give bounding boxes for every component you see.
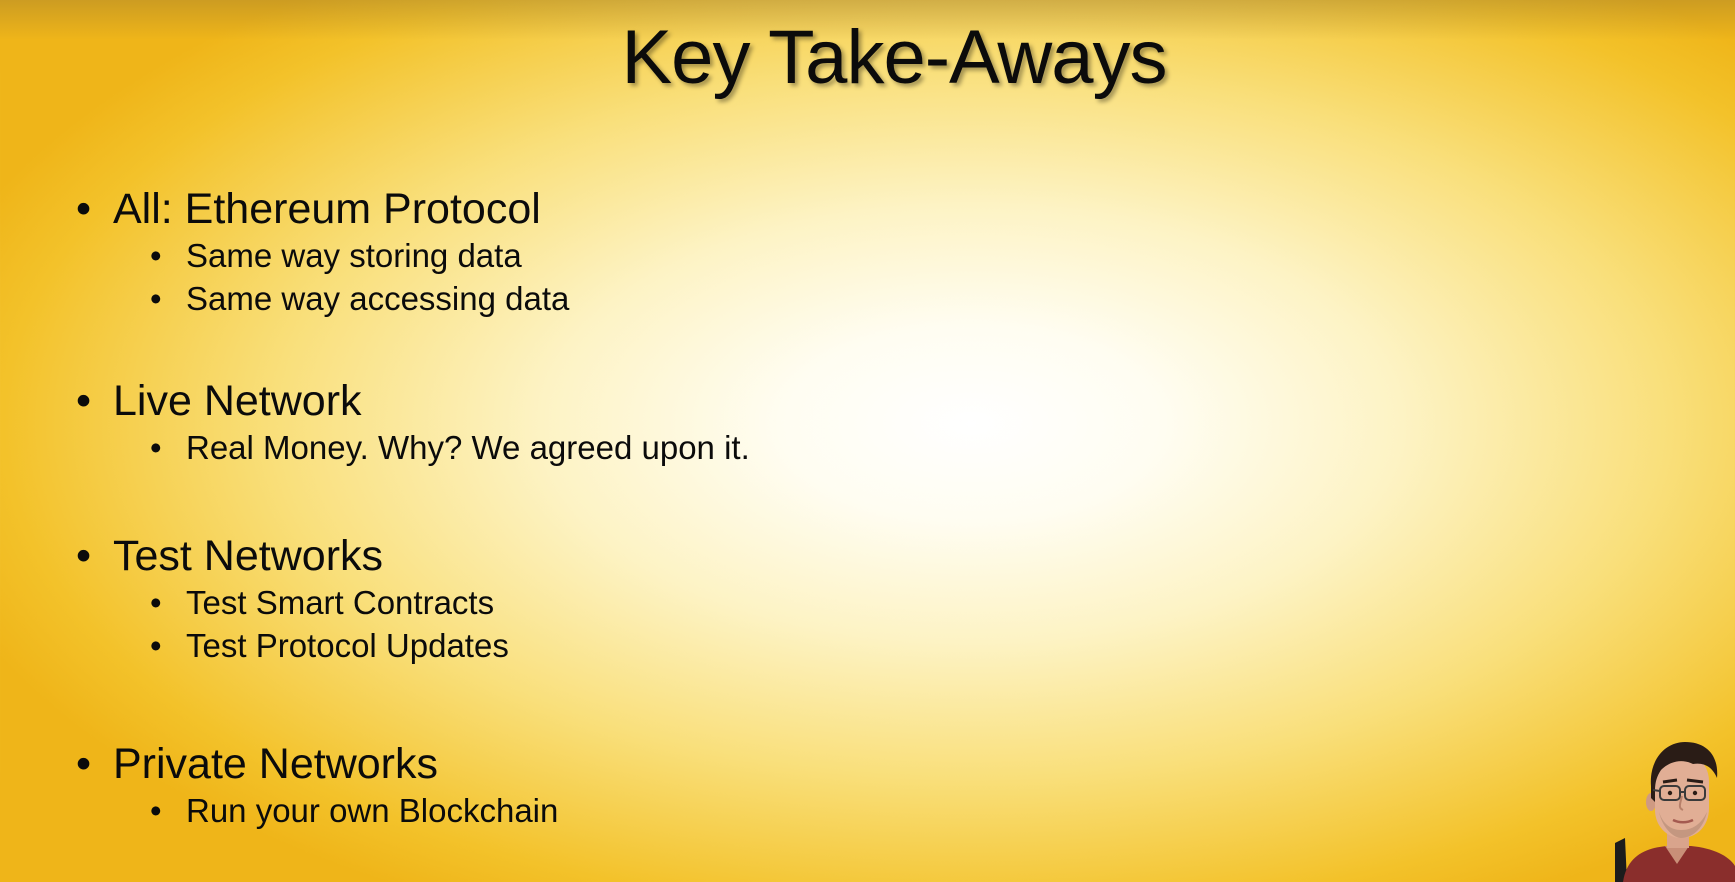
slide-title: Key Take-Aways [621, 15, 1167, 100]
takeaways-list: • All: Ethereum Protocol • Same way stor… [76, 184, 1376, 832]
takeaway-group-protocol: • All: Ethereum Protocol • Same way stor… [76, 184, 1376, 320]
bullet-dot-icon: • [150, 584, 162, 621]
sub-bullets: • Same way storing data • Same way acces… [76, 234, 1376, 320]
bullet-text: Run your own Blockchain [186, 792, 559, 829]
bullet-level1: • Private Networks [76, 739, 1376, 789]
sub-bullets: • Real Money. Why? We agreed upon it. [76, 426, 1376, 469]
takeaway-group-private-networks: • Private Networks • Run your own Blockc… [76, 739, 1376, 832]
bullet-heading: Live Network [113, 377, 362, 425]
bullet-dot-icon: • [76, 185, 92, 233]
bullet-level2: • Test Smart Contracts [150, 581, 1376, 624]
bullet-heading: All: Ethereum Protocol [113, 185, 541, 233]
bullet-text: Test Smart Contracts [186, 584, 495, 621]
takeaway-group-live-network: • Live Network • Real Money. Why? We agr… [76, 376, 1376, 469]
presenter-webcam [1615, 738, 1735, 882]
bullet-heading: Private Networks [113, 740, 438, 788]
bullet-dot-icon: • [150, 237, 162, 274]
bullet-level2: • Same way storing data [150, 234, 1376, 277]
sub-bullets: • Run your own Blockchain [76, 789, 1376, 832]
bullet-dot-icon: • [150, 792, 162, 829]
takeaway-group-test-networks: • Test Networks • Test Smart Contracts •… [76, 531, 1376, 667]
bullet-text: Real Money. Why? We agreed upon it. [186, 429, 750, 466]
bullet-dot-icon: • [76, 377, 92, 425]
bullet-dot-icon: • [150, 429, 162, 466]
bullet-level1: • All: Ethereum Protocol [76, 184, 1376, 234]
bullet-level2: • Test Protocol Updates [150, 624, 1376, 667]
bullet-text: Same way storing data [186, 237, 522, 274]
bullet-level1: • Live Network [76, 376, 1376, 426]
bullet-dot-icon: • [76, 740, 92, 788]
bullet-dot-icon: • [150, 627, 162, 664]
bullet-heading: Test Networks [113, 532, 384, 580]
bullet-level2: • Real Money. Why? We agreed upon it. [150, 426, 1376, 469]
bullet-level2: • Run your own Blockchain [150, 789, 1376, 832]
bullet-dot-icon: • [150, 280, 162, 317]
presenter-webcam-icon [1615, 742, 1735, 882]
bullet-dot-icon: • [76, 532, 92, 580]
bullet-level1: • Test Networks [76, 531, 1376, 581]
bullet-level2: • Same way accessing data [150, 277, 1376, 320]
sub-bullets: • Test Smart Contracts • Test Protocol U… [76, 581, 1376, 667]
bullet-text: Same way accessing data [186, 280, 570, 317]
top-edge-shade [0, 0, 1735, 40]
bullet-text: Test Protocol Updates [186, 627, 509, 664]
